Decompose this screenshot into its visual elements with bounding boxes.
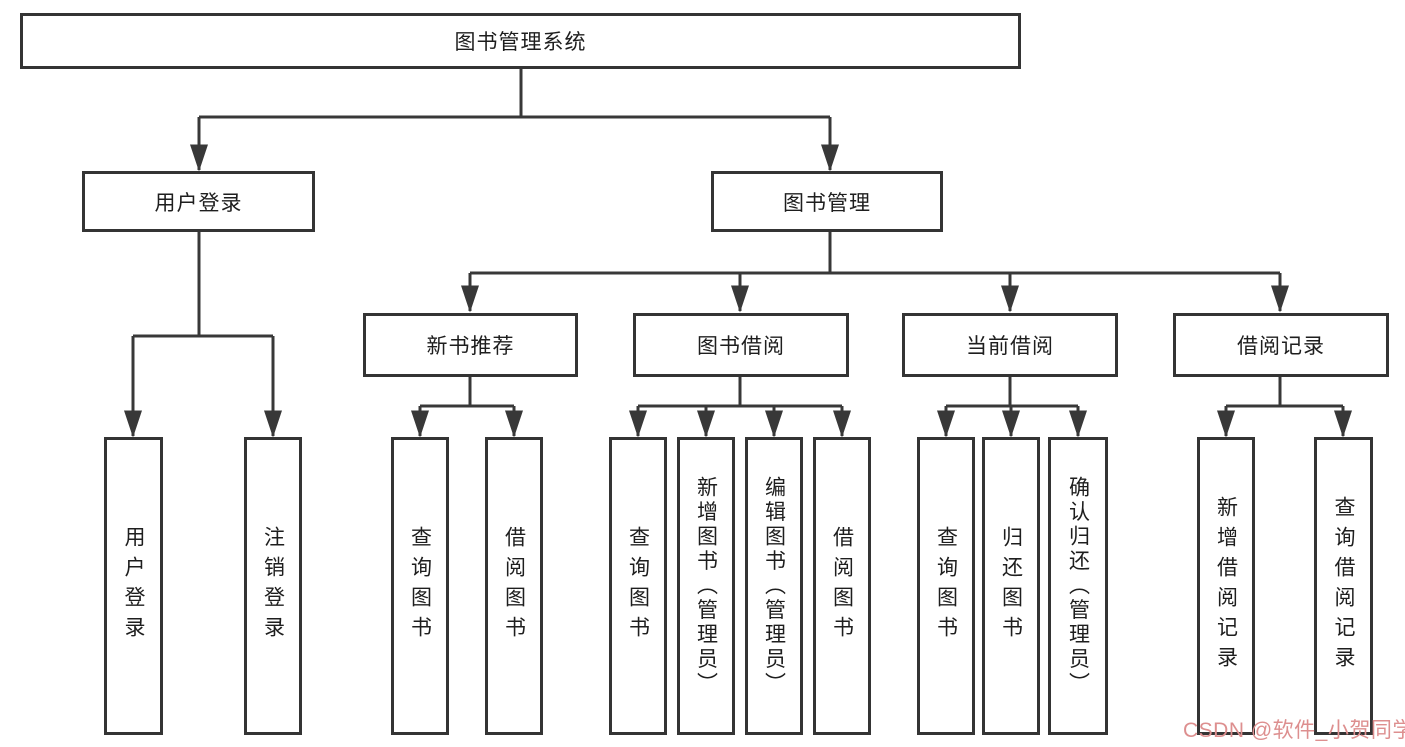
node-user-login-label: 用户登录 bbox=[154, 191, 243, 215]
leaf-user-login-label: 用户登录 bbox=[122, 526, 145, 646]
leaf-confirm-return-admin-label: 确认归还（管理员） bbox=[1066, 475, 1090, 697]
leaf-borrow-books-1-label: 借阅图书 bbox=[502, 526, 526, 646]
csdn-watermark: CSDN @软件_小贺同学 bbox=[1183, 719, 1405, 742]
leaf-return-books: 归还图书 bbox=[982, 437, 1040, 735]
leaf-borrow-books-1: 借阅图书 bbox=[485, 437, 543, 735]
leaf-borrow-books-2-label: 借阅图书 bbox=[830, 526, 854, 646]
leaf-query-borrow-record-label: 查询借阅记录 bbox=[1332, 496, 1355, 676]
leaf-edit-books-admin-label: 编辑图书（管理员） bbox=[762, 475, 786, 697]
leaf-return-books-label: 归还图书 bbox=[999, 526, 1023, 646]
leaf-query-books-2: 查询图书 bbox=[609, 437, 667, 735]
leaf-edit-books-admin: 编辑图书（管理员） bbox=[745, 437, 803, 735]
leaf-query-books-1-label: 查询图书 bbox=[408, 526, 432, 646]
leaf-query-books-3: 查询图书 bbox=[917, 437, 975, 735]
leaf-add-books-admin: 新增图书（管理员） bbox=[677, 437, 735, 735]
leaf-query-books-3-label: 查询图书 bbox=[934, 526, 958, 646]
leaf-add-books-admin-label: 新增图书（管理员） bbox=[694, 475, 718, 697]
leaf-logout: 注销登录 bbox=[244, 437, 302, 735]
leaf-query-borrow-record: 查询借阅记录 bbox=[1314, 437, 1373, 735]
node-current-borrow-label: 当前借阅 bbox=[966, 335, 1054, 358]
leaf-borrow-books-2: 借阅图书 bbox=[813, 437, 871, 735]
leaf-user-login: 用户登录 bbox=[104, 437, 163, 735]
leaf-add-borrow-record-label: 新增借阅记录 bbox=[1214, 496, 1238, 676]
node-borrow-record: 借阅记录 bbox=[1173, 313, 1389, 377]
leaf-logout-label: 注销登录 bbox=[261, 526, 285, 646]
leaf-query-books-1: 查询图书 bbox=[391, 437, 449, 735]
node-root-label: 图书管理系统 bbox=[454, 31, 587, 54]
node-new-book-recommend-label: 新书推荐 bbox=[426, 335, 515, 358]
node-new-book-recommend: 新书推荐 bbox=[363, 313, 578, 377]
node-borrow-record-label: 借阅记录 bbox=[1237, 335, 1325, 358]
leaf-confirm-return-admin: 确认归还（管理员） bbox=[1048, 437, 1108, 735]
leaf-query-books-2-label: 查询图书 bbox=[626, 526, 650, 646]
node-book-borrow: 图书借阅 bbox=[633, 313, 849, 377]
node-book-borrow-label: 图书借阅 bbox=[697, 335, 785, 358]
node-root-system: 图书管理系统 bbox=[20, 13, 1021, 69]
node-book-management-label: 图书管理 bbox=[783, 191, 871, 215]
node-book-management: 图书管理 bbox=[711, 171, 943, 232]
node-user-login: 用户登录 bbox=[82, 171, 315, 232]
node-current-borrow: 当前借阅 bbox=[902, 313, 1118, 377]
leaf-add-borrow-record: 新增借阅记录 bbox=[1197, 437, 1255, 735]
